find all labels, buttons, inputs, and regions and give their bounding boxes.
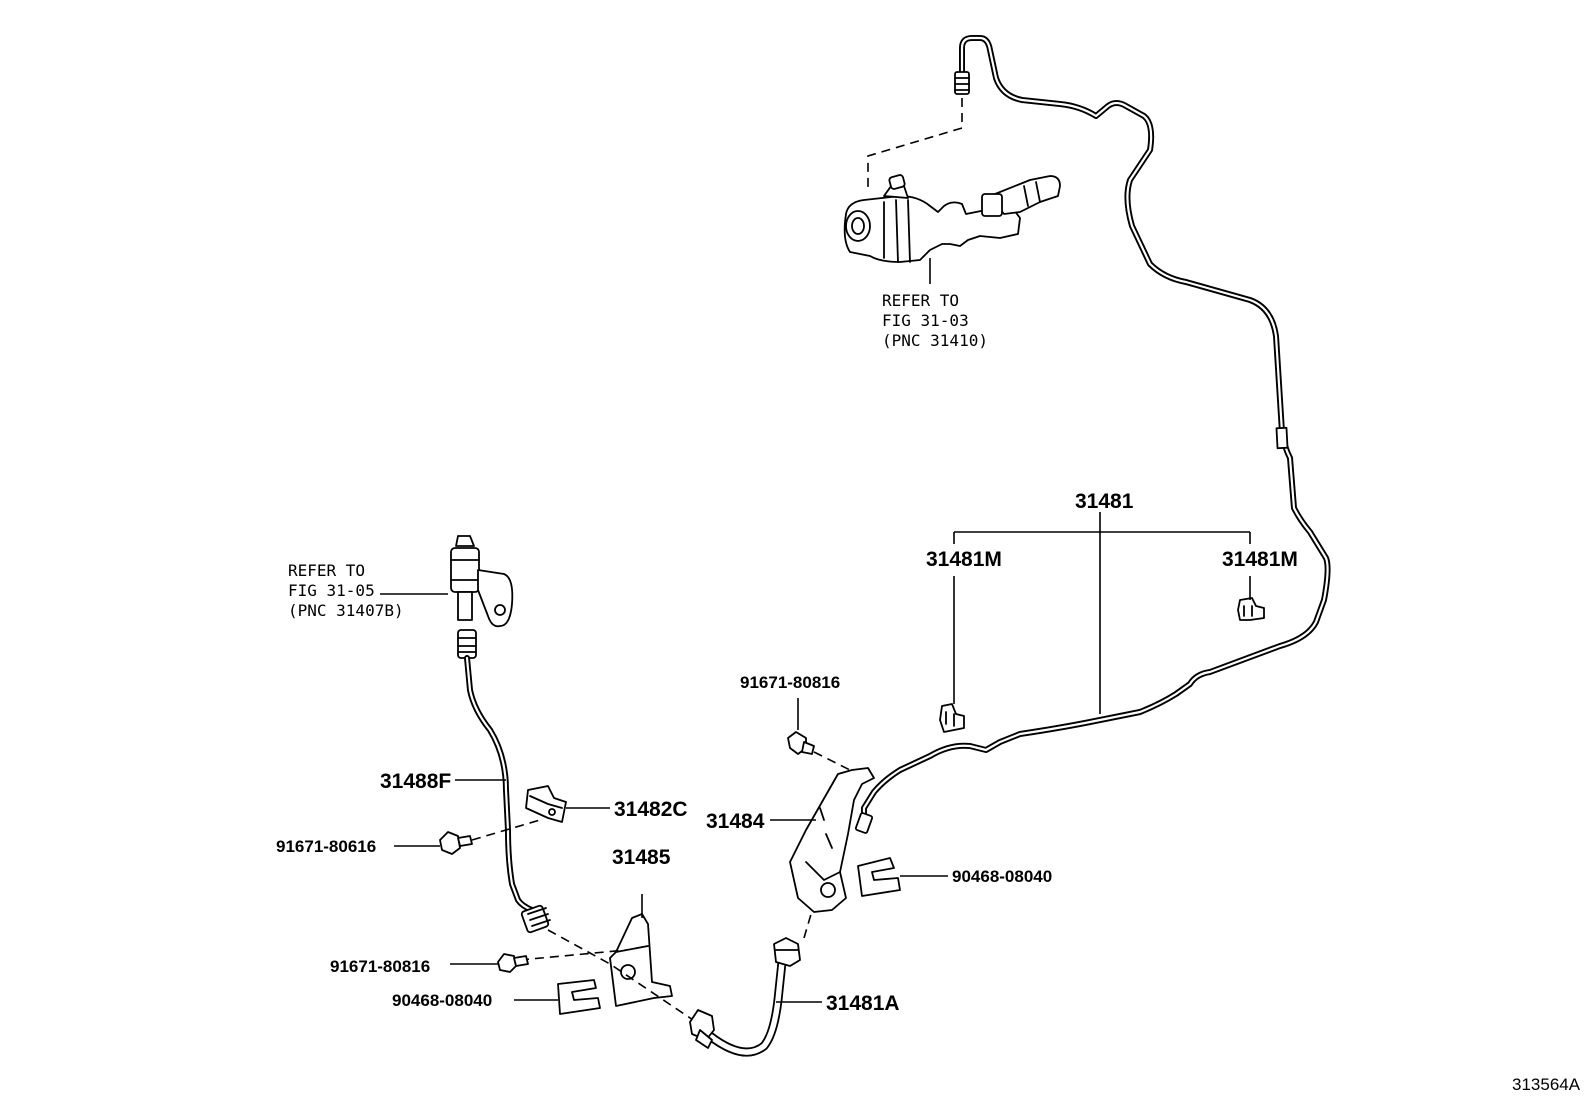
label-90468-08040-left: 90468-08040 — [392, 991, 492, 1010]
label-90468-08040-right: 90468-08040 — [952, 867, 1052, 886]
bracket-31485[interactable] — [609, 913, 673, 1007]
clutch-hose-31481a[interactable] — [689, 937, 801, 1057]
clamp-31481m-left[interactable] — [939, 703, 965, 733]
label-31482c: 31482C — [614, 798, 688, 821]
clamp-31481m-right[interactable] — [1237, 597, 1265, 621]
label-91671-80816-top: 91671-80816 — [740, 673, 840, 692]
refer-release-line3: (PNC 31407B) — [288, 601, 404, 620]
bracket-31484[interactable] — [789, 767, 875, 913]
refer-master-line1: REFER TO — [882, 291, 959, 310]
clip-90468-08040-right[interactable] — [857, 857, 901, 897]
refer-release-line2: FIG 31-05 — [288, 581, 375, 600]
clip-90468-08040-left[interactable] — [557, 979, 601, 1015]
refer-release-line1: REFER TO — [288, 561, 365, 580]
bolt-91671-80816-top[interactable] — [787, 731, 815, 755]
label-31481: 31481 — [1075, 490, 1134, 513]
label-31488f: 31488F — [380, 770, 451, 793]
clutch-pipe-31481[interactable] — [854, 35, 1331, 834]
label-31481m-right: 31481M — [1222, 548, 1298, 571]
bolt-91671-80616[interactable] — [439, 831, 473, 855]
refer-master-line3: (PNC 31410) — [882, 331, 988, 350]
label-31485: 31485 — [612, 846, 671, 869]
clutch-master-cylinder[interactable] — [843, 174, 1061, 263]
label-31484: 31484 — [706, 810, 765, 833]
figure-id: 313564A — [1512, 1075, 1581, 1094]
bracket-31482c[interactable] — [525, 785, 567, 823]
refer-master-line2: FIG 31-03 — [882, 311, 969, 330]
bolt-91671-80816-bottom[interactable] — [497, 953, 529, 973]
label-91671-80616: 91671-80616 — [276, 837, 376, 856]
clutch-hose-31488f[interactable] — [457, 629, 551, 934]
clutch-release-cylinder[interactable] — [450, 535, 514, 628]
label-31481a: 31481A — [826, 992, 900, 1015]
label-31481m-left: 31481M — [926, 548, 1002, 571]
label-91671-80816-bottom: 91671-80816 — [330, 957, 430, 976]
